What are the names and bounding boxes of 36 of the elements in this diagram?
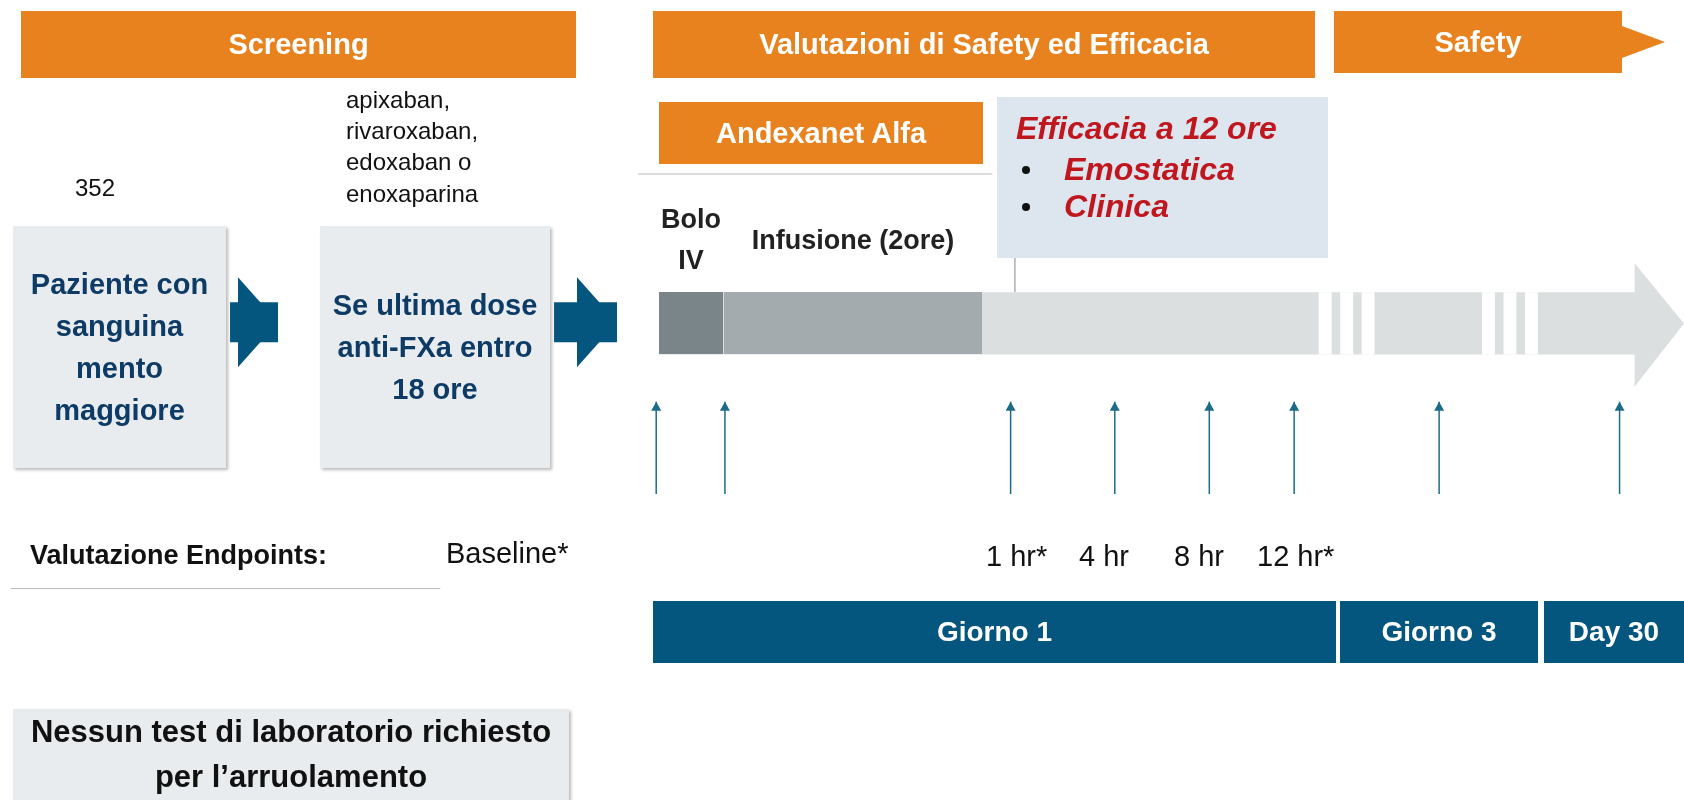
bullet-text: Clinica [1064, 188, 1169, 225]
block-arrow [554, 277, 617, 368]
block-arrow [230, 277, 278, 368]
time-label: 4 hr [1079, 540, 1129, 573]
day-label: Day 30 [1568, 616, 1660, 648]
box-text: Se ultima dose anti-FXa entro 18 ore [331, 287, 539, 407]
banner-text: Screening [228, 28, 369, 61]
segment-heading: Bolo IV [660, 203, 722, 277]
box-text: Nessun test di laboratorio richiesto per l’arruolamento [29, 712, 553, 796]
phase-banner [21, 11, 576, 78]
time-label: 1 hr* [986, 540, 1048, 573]
bullet-text: Emostatica [1064, 151, 1235, 188]
day-bar [1340, 601, 1538, 663]
step-box [13, 226, 226, 468]
segment-heading: Infusione (2ore) [751, 223, 955, 257]
day-label: Giorno 1 [936, 616, 1053, 648]
caption-text: apixaban, rivaroxaban, edoxaban o enoxaparina [346, 85, 480, 209]
phase-arrow-banner [1334, 11, 1665, 73]
connector-line [1014, 257, 1016, 293]
caption-text: 352 [75, 173, 117, 203]
box-text: Paziente con sanguina mento maggiore [29, 266, 210, 429]
phase-banner [653, 11, 1315, 78]
time-label: 12 hr* [1257, 540, 1335, 573]
day-label: Giorno 3 [1381, 616, 1497, 648]
day-bar [1544, 601, 1684, 663]
note-box [997, 97, 1328, 258]
note-heading: Efficacia a 12 ore [1016, 110, 1277, 147]
treatment-banner [659, 102, 983, 164]
step-box [320, 226, 550, 468]
banner-text: Andexanet Alfa [716, 116, 926, 150]
time-label: Baseline* [446, 537, 569, 570]
banner-text: Safety [1434, 25, 1522, 59]
endpoint-heading: Valutazione Endpoints: [30, 540, 327, 571]
banner-text: Valutazioni di Safety ed Efficacia [759, 28, 1209, 61]
time-label: 8 hr [1174, 540, 1224, 573]
day-bar [653, 601, 1336, 663]
